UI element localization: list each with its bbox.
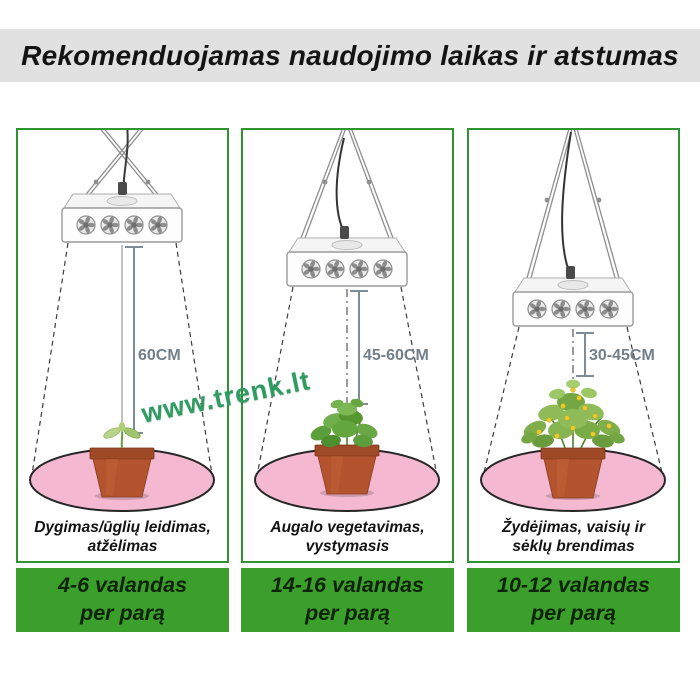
seedling-plant (103, 422, 141, 449)
rose-motif-icon (148, 215, 168, 235)
per-day-line: per parą (305, 601, 390, 625)
panel-box: 30-45CM (467, 128, 680, 563)
panel-box: 45-60CM (241, 128, 454, 563)
hours-line: 14-16 valandas (271, 573, 424, 598)
panel-vegetative-stage: 45-60CM (241, 128, 454, 632)
hours-line: 10-12 valandas (497, 573, 650, 598)
stage-caption: Dygimas/ūglių leidimas, atžėlimas (18, 515, 227, 561)
distance-label: 45-60CM (363, 347, 429, 364)
rose-motif-icon (349, 259, 369, 279)
flowering-illustration: 30-45CM (480, 130, 666, 512)
vegetative-illustration: 45-60CM (254, 130, 440, 512)
flowering-plant (521, 379, 625, 449)
rose-motif-icon (575, 299, 595, 319)
hours-line: 4-6 valandas (57, 573, 188, 598)
caption-line1: Žydėjimas, vaisių ir (501, 519, 645, 536)
hanging-wires (526, 130, 620, 279)
light-cone (255, 286, 439, 482)
grow-light-lamp (286, 226, 408, 287)
distance-label: 30-45CM (589, 347, 655, 364)
caption-line2: vystymasis (305, 537, 390, 555)
rose-motif-icon (527, 299, 547, 319)
caption-line1: Augalo vegetavimas, (270, 519, 425, 536)
hours-banner: 14-16 valandas per parą (241, 568, 454, 632)
caption-line1: Dygimas/ūglių leidimas, (34, 519, 211, 536)
grow-light-lamp (61, 182, 183, 243)
title-bar: Rekomenduojamas naudojimo laikas ir atst… (0, 29, 700, 82)
rose-motif-icon (373, 259, 393, 279)
yellow-flowers (536, 387, 612, 439)
rose-motif-icon (325, 259, 345, 279)
plant-pot (89, 447, 155, 500)
panel-flowering-stage: 30-45CM (467, 128, 680, 632)
plant-pot (314, 444, 380, 497)
grow-light-lamp (512, 266, 634, 327)
per-day-line: per parą (531, 601, 616, 625)
panel-box: 60CM Dygimas/ūglių leidimas, atžėlima (16, 128, 229, 563)
power-cord (335, 137, 346, 235)
stage-caption: Augalo vegetavimas, vystymasis (243, 515, 452, 561)
plant-pot (540, 447, 606, 500)
per-day-line: per parą (80, 601, 165, 625)
rose-motif-icon (599, 299, 619, 319)
hours-banner: 10-12 valandas per parą (467, 568, 680, 632)
panel-seedling-stage: 60CM Dygimas/ūglių leidimas, atžėlima (16, 128, 229, 632)
rose-motif-icon (100, 215, 120, 235)
rose-motif-icon (301, 259, 321, 279)
caption-line2: sėklų brendimas (512, 537, 635, 555)
power-cord (561, 131, 572, 275)
hanging-wires (77, 130, 167, 205)
light-cone (30, 242, 214, 482)
vegetative-plant (310, 398, 378, 448)
rose-motif-icon (124, 215, 144, 235)
stage-caption: Žydėjimas, vaisių ir sėklų brendimas (469, 515, 678, 561)
caption-line2: atžėlimas (87, 537, 158, 555)
distance-label: 60CM (138, 347, 181, 364)
rose-motif-icon (551, 299, 571, 319)
rose-motif-icon (76, 215, 96, 235)
hours-banner: 4-6 valandas per parą (16, 568, 229, 632)
seedling-illustration: 60CM (29, 130, 215, 512)
distance-dimension-line (576, 332, 594, 377)
hanging-wires (300, 130, 394, 239)
page-title: Rekomenduojamas naudojimo laikas ir atst… (21, 39, 679, 71)
